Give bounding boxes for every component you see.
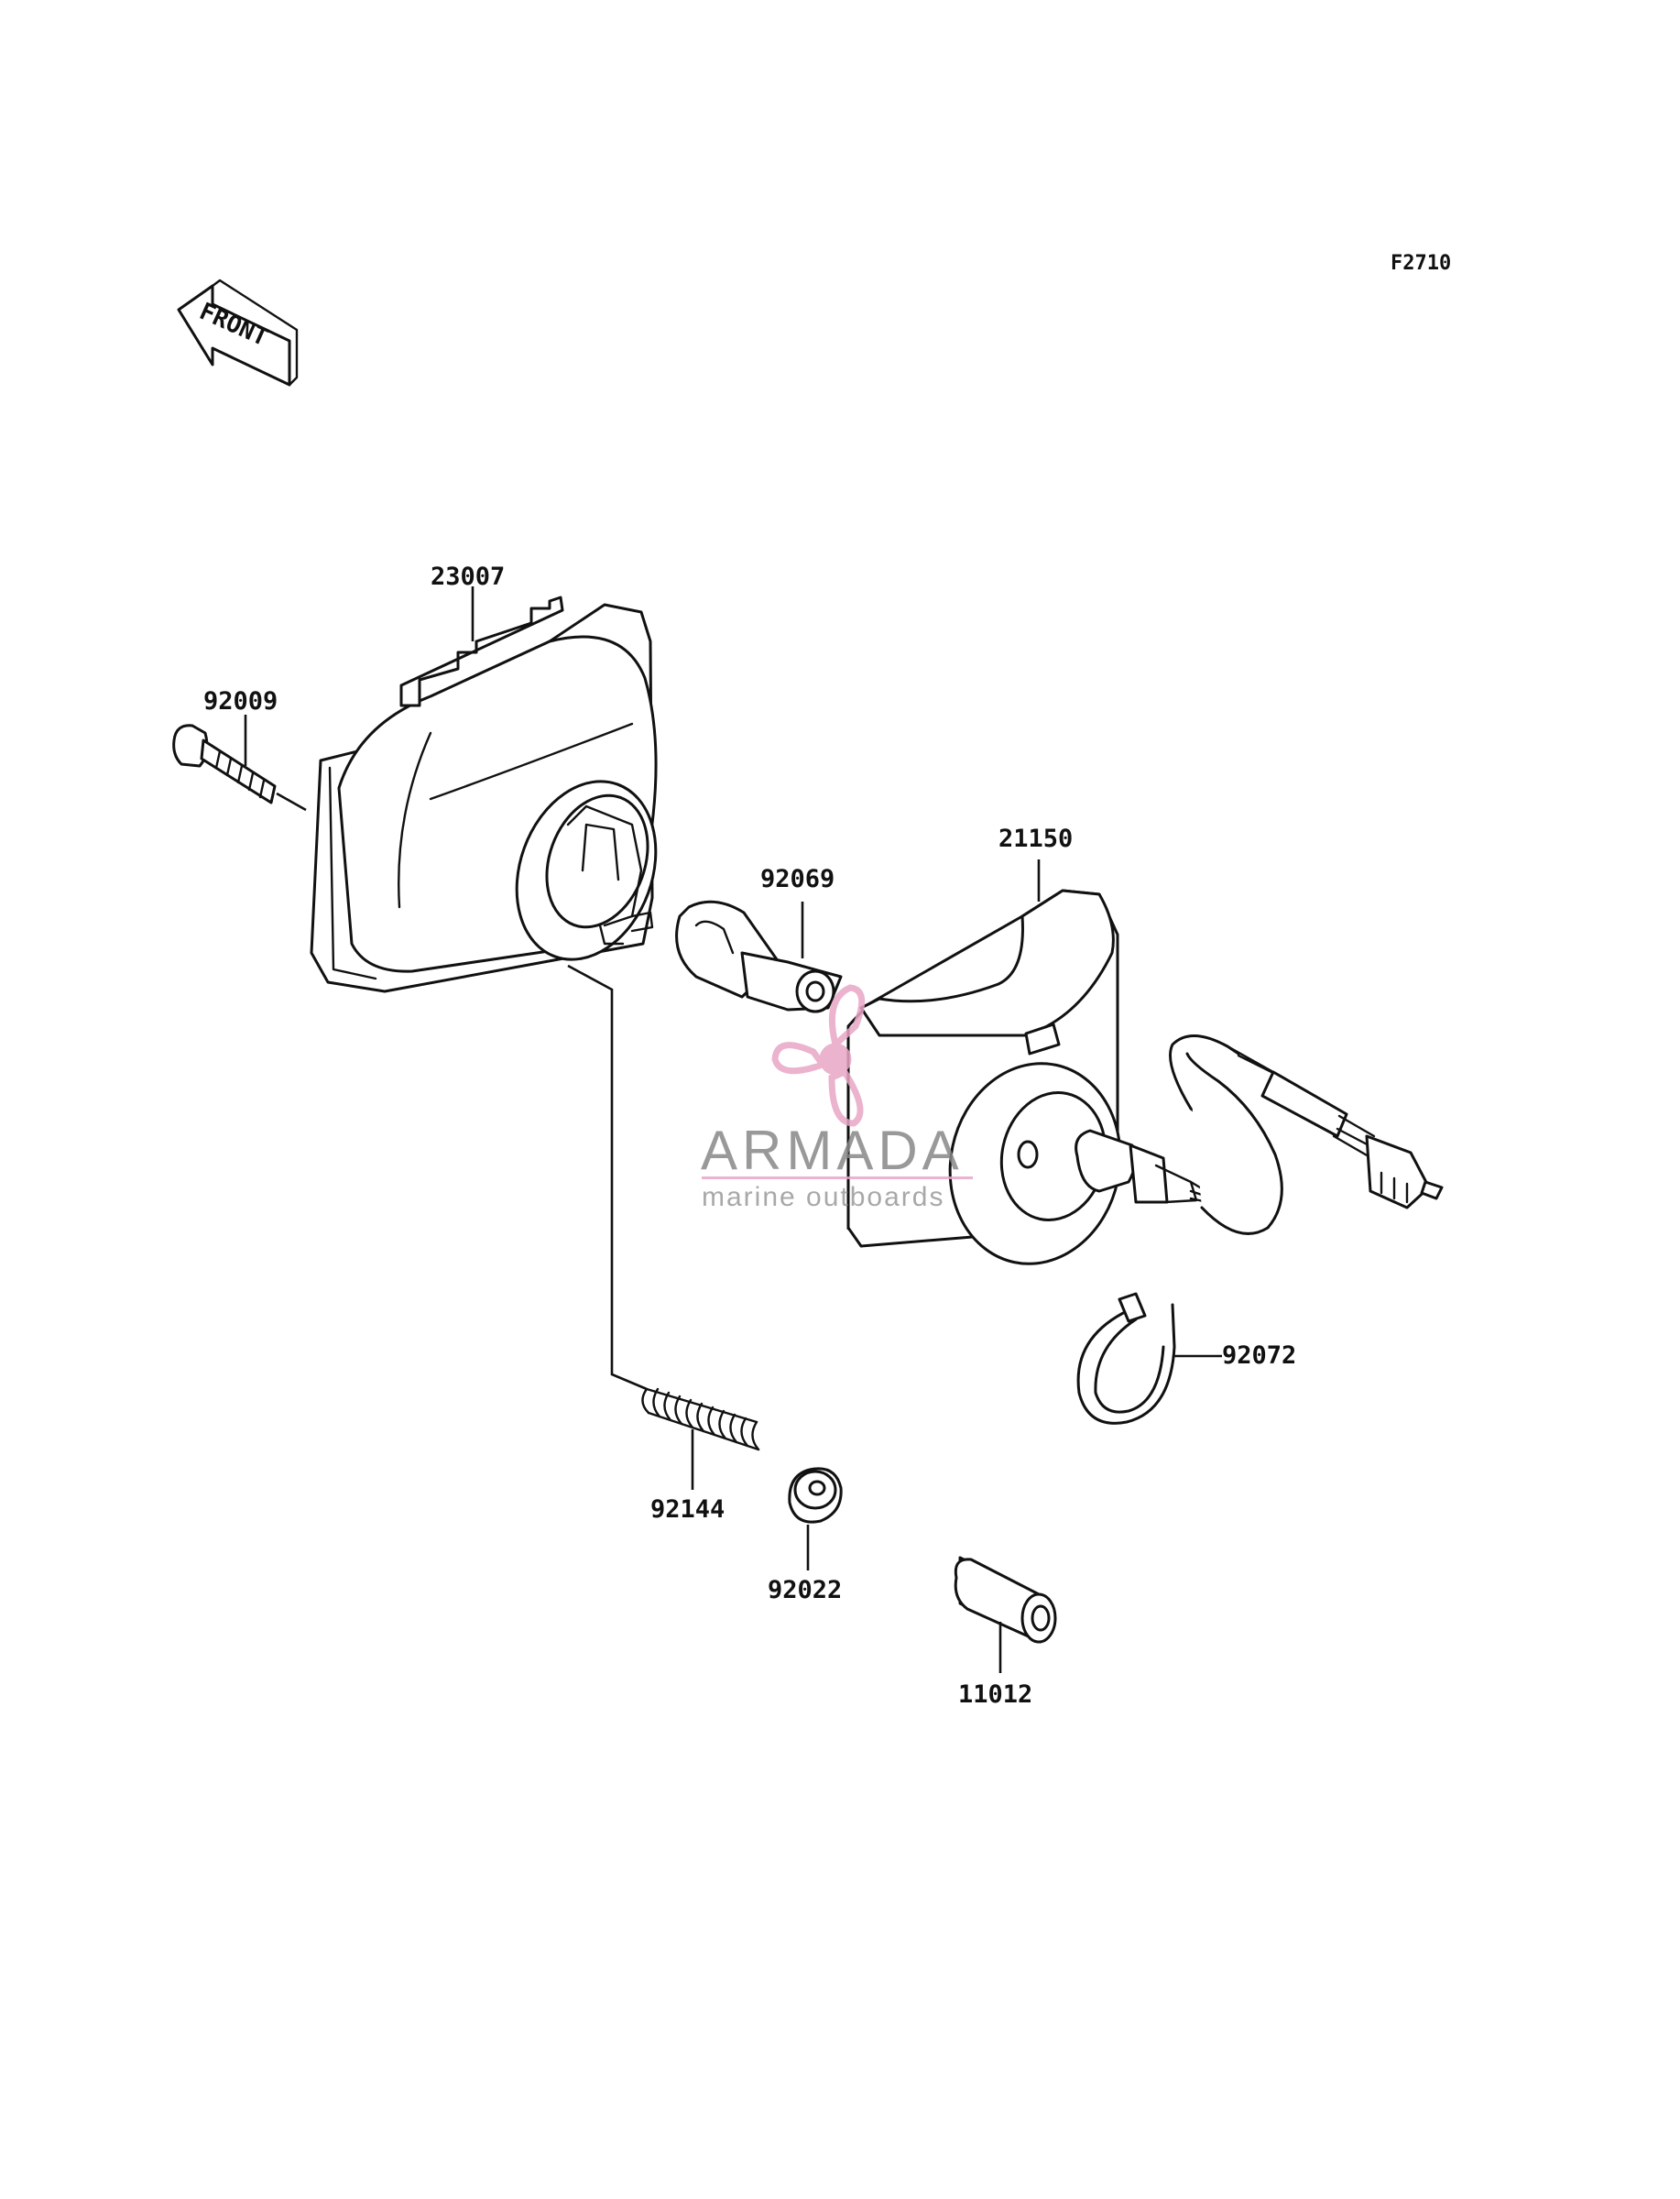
band [1076,1292,1176,1425]
lamp-bracket [846,889,1444,1265]
part-label-92009: 92009 [203,687,278,716]
watermark-tagline: marine outboards [702,1182,944,1212]
spring [641,1387,760,1451]
watermark-brand: ARMADA [701,1120,964,1181]
part-label-92069: 92069 [760,865,835,893]
figure-code: F2710 [1391,252,1451,275]
watermark-divider [702,1176,973,1179]
part-label-11012: 11012 [958,1680,1032,1709]
bolt [172,724,307,812]
part-label-21150: 21150 [998,825,1073,853]
front-arrow-icon: FRONT [177,279,299,387]
lamp-housing [310,596,658,993]
part-label-92144: 92144 [650,1495,725,1524]
washer [788,1467,843,1524]
watermark: ARMADA marine outboards [701,984,973,1212]
part-label-92022: 92022 [768,1576,842,1604]
collar [954,1556,1057,1644]
part-label-92072: 92072 [1222,1341,1296,1370]
propeller-logo-icon [771,984,866,1127]
part-label-23007: 23007 [431,563,505,591]
bulb [675,900,843,1013]
